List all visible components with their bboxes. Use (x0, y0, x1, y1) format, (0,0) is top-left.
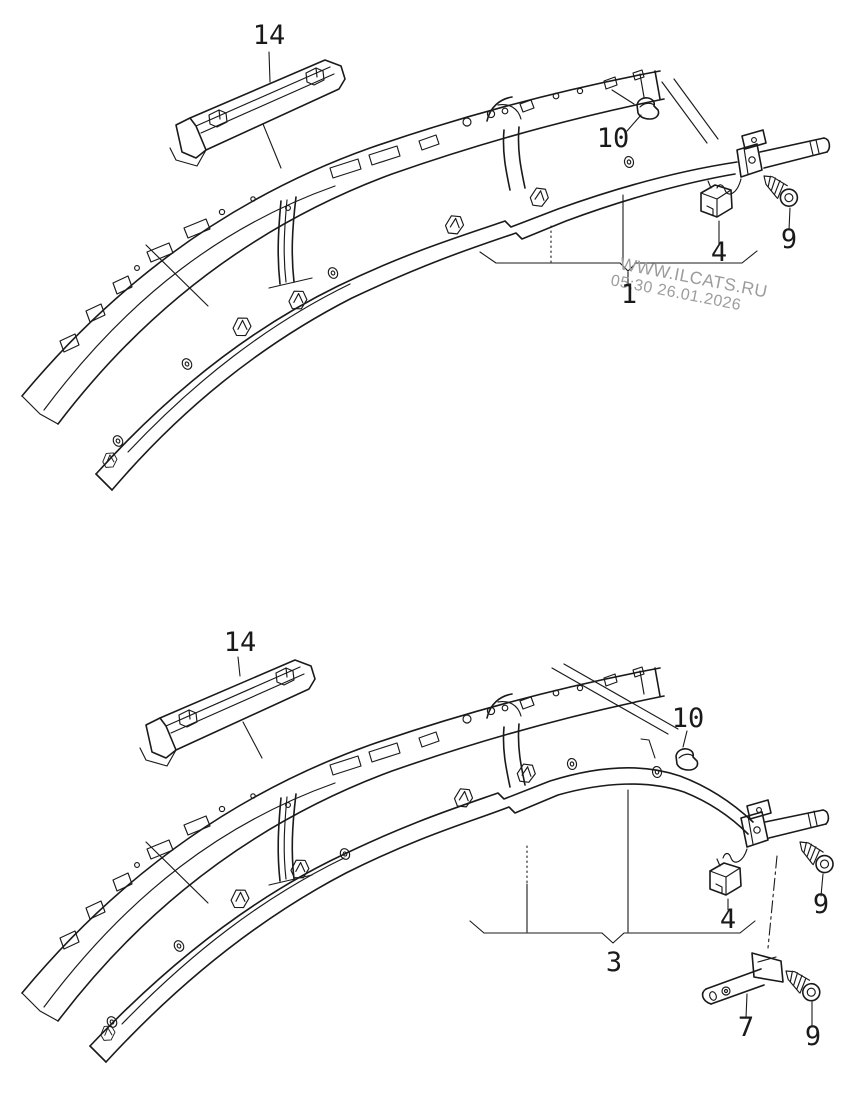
roof-frame (21, 666, 665, 1022)
leader-14 (268, 51, 271, 83)
roof-edge-line (673, 78, 719, 140)
mounting-clip (514, 760, 538, 786)
leader-10 (640, 738, 656, 759)
roof-edge-line (551, 667, 669, 735)
callout-9: 9 (781, 224, 797, 255)
callout-14: 14 (224, 627, 257, 658)
leader-14 (237, 656, 241, 677)
part-14-deflector (139, 659, 316, 767)
part-14-deflector (169, 59, 346, 167)
screw-9 (793, 834, 838, 877)
curtain-airbag (95, 161, 738, 491)
leader-10 (611, 89, 635, 105)
callout-10: 10 (672, 703, 705, 734)
diagram-variant-2: 14 10 4 9 3 7 9 (21, 627, 838, 1063)
grommet (651, 765, 663, 779)
bracket-annotation (479, 250, 758, 272)
connector-4 (709, 858, 742, 896)
gas-generator (716, 129, 831, 195)
mounting-clip (285, 287, 311, 313)
grommet (326, 265, 340, 281)
connector-4 (700, 180, 733, 218)
mounting-clip (451, 785, 476, 811)
leader-9 (820, 873, 824, 897)
callout-14: 14 (253, 20, 286, 51)
callout-7: 7 (738, 1012, 754, 1043)
mounting-clip (229, 313, 255, 340)
mounting-clip (527, 184, 551, 210)
callout-leaders (262, 51, 791, 287)
leader-7 (745, 993, 748, 1019)
part-10-clip (675, 748, 699, 771)
leader-10-label (682, 730, 688, 748)
roof-edge-line (563, 663, 679, 730)
roof-edge-line (661, 81, 708, 144)
gas-generator (722, 799, 830, 863)
curtain-airbag (89, 766, 754, 1063)
bracket-annotation (469, 920, 756, 944)
grommet (171, 938, 187, 954)
callout-9b: 9 (805, 1021, 821, 1052)
callout-10: 10 (597, 123, 630, 154)
grommet (179, 356, 195, 372)
callout-leaders (237, 656, 824, 1027)
roof-frame (21, 69, 665, 425)
callout-3: 3 (606, 947, 622, 978)
mounting-clip (97, 1022, 118, 1044)
leader-10-label (626, 114, 642, 132)
leader-9 (788, 207, 791, 231)
callout-9: 9 (813, 889, 829, 920)
mounting-clip (227, 885, 253, 912)
callout-1: 1 (621, 279, 637, 310)
callout-4: 4 (720, 904, 736, 935)
grommet (566, 757, 578, 771)
mounting-clip (442, 212, 467, 238)
diagram-variant-1: WWW.ILCATS.RU 05:30 26.01.2026 14 10 4 9… (21, 20, 831, 491)
part-7-bracket (701, 952, 784, 1005)
grommet (622, 155, 636, 169)
leader-14-to-frame (242, 721, 263, 759)
screw-9 (779, 963, 825, 1005)
alignment-line (767, 855, 778, 949)
screw-9 (757, 168, 802, 211)
leader-14-to-frame (262, 123, 282, 169)
callout-4: 4 (711, 237, 727, 268)
